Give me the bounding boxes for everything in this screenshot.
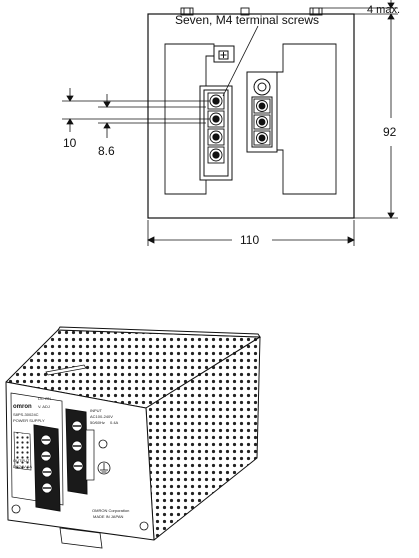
input-voltage-text: AC100-240V <box>90 414 113 419</box>
input-freq-text: 50/60Hz <box>90 420 105 425</box>
maker-text: OMRON Corporation <box>92 508 129 513</box>
top-screw-heads <box>180 7 323 16</box>
front-corner-screws <box>11 504 149 531</box>
input-terminal-block <box>246 71 278 153</box>
model-text: S8PS-30024C <box>13 412 39 417</box>
product-output-terminals <box>33 424 61 512</box>
v-adj-text: V. ADJ <box>38 404 50 409</box>
output-text: OUTPUT <box>13 458 30 463</box>
width-dimension <box>147 220 355 246</box>
top-slot <box>45 364 87 376</box>
max-dimension <box>322 0 398 22</box>
din-rail-foot <box>59 527 103 549</box>
pitch-dimensions <box>62 88 210 138</box>
unit-front-outline <box>147 13 355 219</box>
height-label: 92 <box>383 125 397 139</box>
dimension-drawing <box>62 0 398 246</box>
pitch-label-10: 10 <box>63 136 77 150</box>
left-label-frame <box>10 392 64 506</box>
product-label-text: omron S8PS-30024C POWER SUPPLY DC ON V. … <box>13 396 129 519</box>
input-current-text: 0.4A <box>110 420 119 425</box>
screw-leader <box>222 25 259 97</box>
product-illustration <box>5 326 261 549</box>
input-text: INPUT <box>90 408 103 413</box>
dc-on-text: DC ON <box>38 396 51 401</box>
product-input-terminals <box>65 408 95 495</box>
right-recess <box>275 43 337 195</box>
origin-text: MADE IN JAPAN <box>93 514 123 519</box>
height-dimension <box>354 22 398 219</box>
brand-text: omron <box>13 404 32 410</box>
output-terminal-block <box>199 45 235 181</box>
mount-screw-icon <box>98 439 108 449</box>
front-vents <box>13 431 32 471</box>
ground-symbol-icon <box>97 461 111 475</box>
width-label: 110 <box>240 233 259 247</box>
top-back-rib <box>57 326 261 338</box>
output-rating-text: DC24V 1A <box>13 464 32 469</box>
screw-callout: Seven, M4 terminal screws <box>175 13 319 27</box>
max-label: 4 max. <box>367 4 400 16</box>
type-text: POWER SUPPLY <box>13 418 45 423</box>
pitch-label-8-6: 8.6 <box>98 144 115 158</box>
